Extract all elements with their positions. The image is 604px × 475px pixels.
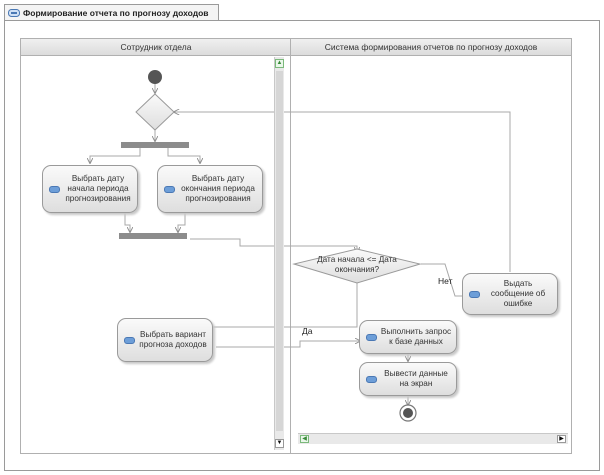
action-icon: [366, 375, 377, 383]
flow-error-to-merge[interactable]: [174, 112, 511, 272]
flow-fork-to-end-date[interactable]: [167, 148, 200, 163]
fork-bar[interactable]: [121, 142, 189, 148]
decision-label: Дата начала <= Дата окончания?: [317, 255, 397, 274]
action-show-data[interactable]: Вывести данные на экран: [359, 362, 457, 396]
guard-yes-label: Да: [302, 326, 313, 336]
vertical-scroll-thumb[interactable]: [276, 71, 283, 431]
initial-node[interactable]: [148, 70, 162, 84]
action-label: Выбрать вариант прогноза доходов: [139, 330, 207, 349]
guard-no-label: Нет: [438, 276, 453, 286]
flow-join-to-decision[interactable]: [190, 238, 357, 252]
action-run-query[interactable]: Выполнить запрос к базе данных: [359, 320, 457, 354]
scroll-down-arrow-icon[interactable]: ▼: [275, 439, 284, 448]
action-label: Выбрать дату окончания периода прогнозир…: [181, 174, 255, 203]
activity-diagram-icon: [8, 9, 20, 17]
action-icon: [124, 336, 135, 344]
action-label: Выдать сообщение об ошибке: [490, 279, 546, 308]
flow-decision-yes[interactable]: [186, 282, 358, 327]
action-show-error[interactable]: Выдать сообщение об ошибке: [462, 273, 558, 315]
final-node-core: [403, 408, 413, 418]
action-select-start-date[interactable]: Выбрать дату начала периода прогнозирова…: [42, 165, 138, 213]
action-select-variant[interactable]: Выбрать вариант прогноза доходов: [117, 318, 213, 362]
action-label: Выбрать дату начала периода прогнозирова…: [65, 174, 131, 203]
horizontal-scrollbar[interactable]: ◀ ▶: [298, 433, 568, 444]
scroll-left-arrow-icon[interactable]: ◀: [300, 435, 309, 443]
flow-end-date-to-join[interactable]: [178, 213, 186, 232]
diagram-tab[interactable]: Формирование отчета по прогнозу доходов: [4, 4, 219, 21]
diagram-title: Формирование отчета по прогнозу доходов: [23, 8, 209, 18]
action-icon: [469, 290, 480, 298]
action-icon: [366, 333, 377, 341]
flow-variant-to-query[interactable]: [216, 341, 360, 348]
action-label: Выполнить запрос к базе данных: [380, 327, 452, 346]
scroll-right-arrow-icon[interactable]: ▶: [557, 435, 566, 443]
join-bar[interactable]: [119, 233, 187, 239]
flow-fork-to-start-date[interactable]: [90, 148, 141, 163]
swimlane-container: Сотрудник отдела Система формирования от…: [20, 38, 572, 454]
merge-node[interactable]: [135, 93, 175, 131]
flow-start-date-to-join[interactable]: [124, 213, 130, 232]
decision-node[interactable]: [292, 248, 422, 284]
action-icon: [164, 185, 175, 193]
scroll-up-arrow-icon[interactable]: ▲: [275, 59, 284, 68]
action-select-end-date[interactable]: Выбрать дату окончания периода прогнозир…: [157, 165, 263, 213]
vertical-scrollbar[interactable]: ▲ ▼: [274, 57, 284, 450]
lane-header-employee[interactable]: Сотрудник отдела: [21, 39, 291, 56]
lane-header-system[interactable]: Система формирования отчетов по прогнозу…: [291, 39, 571, 56]
action-label: Вывести данные на экран: [384, 369, 448, 388]
action-icon: [49, 185, 60, 193]
